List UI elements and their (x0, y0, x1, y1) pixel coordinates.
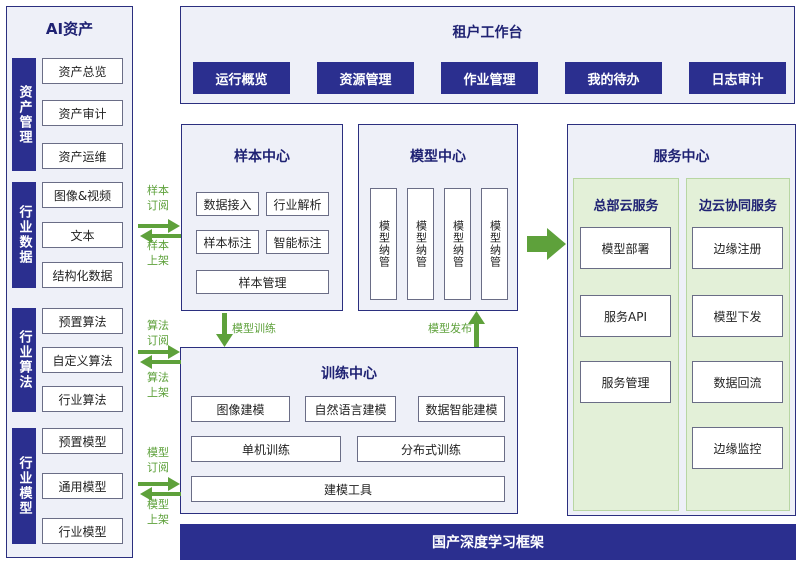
asset-item[interactable]: 结构化数据 (42, 262, 123, 288)
label-line: 模型 (147, 498, 169, 511)
asset-item[interactable]: 通用模型 (42, 473, 123, 499)
edge-service-item[interactable]: 模型下发 (692, 295, 783, 337)
label-model-subscribe: 模型 订阅 (140, 445, 176, 475)
training-center-title: 训练中心 (321, 366, 377, 382)
label-sample-subscribe: 样本 订阅 (140, 183, 176, 213)
arrow-to-service-center (527, 228, 566, 260)
asset-item[interactable]: 资产运维 (42, 143, 123, 169)
label-line: 算法 (147, 319, 169, 332)
sample-item[interactable]: 数据接入 (196, 192, 259, 216)
arrow-model-subscribe (138, 477, 180, 491)
label-model-publish: 模型 上架 (140, 497, 176, 527)
sample-center-title: 样本中心 (234, 149, 290, 165)
sample-item[interactable]: 智能标注 (266, 230, 329, 254)
model-column[interactable]: 模型纳管 (481, 188, 508, 300)
training-item[interactable]: 单机训练 (191, 436, 341, 462)
training-item[interactable]: 分布式训练 (357, 436, 505, 462)
tenant-button[interactable]: 作业管理 (441, 62, 538, 94)
label-line: 样本 (147, 184, 169, 197)
label-line: 订阅 (147, 334, 169, 347)
asset-item[interactable]: 资产总览 (42, 58, 123, 84)
hq-service-item[interactable]: 服务API (580, 295, 671, 337)
group-label-industry-model: 行业模型 (12, 428, 36, 544)
label-sample-publish: 样本 上架 (140, 238, 176, 268)
label-line: 算法 (147, 371, 169, 384)
arrow-algo-subscribe (138, 345, 180, 359)
label-algo-publish: 算法 上架 (140, 370, 176, 400)
group-label-industry-data: 行业数据 (12, 182, 36, 288)
tenant-workbench-title: 租户工作台 (452, 25, 523, 41)
ai-assets-title: AI资产 (45, 20, 94, 38)
sample-item[interactable]: 样本标注 (196, 230, 259, 254)
label-line: 订阅 (147, 199, 169, 212)
label-line: 上架 (147, 513, 169, 526)
arrow-model-release (468, 311, 485, 347)
model-column[interactable]: 模型纳管 (407, 188, 434, 300)
edge-service-item[interactable]: 边缘监控 (692, 427, 783, 469)
asset-item[interactable]: 图像&视频 (42, 182, 123, 208)
sample-management[interactable]: 样本管理 (196, 270, 329, 294)
training-item[interactable]: 自然语言建模 (305, 396, 396, 422)
label-line: 上架 (147, 254, 169, 267)
sample-item[interactable]: 行业解析 (266, 192, 329, 216)
label-line: 样本 (147, 239, 169, 252)
label-line: 订阅 (147, 461, 169, 474)
asset-item[interactable]: 预置算法 (42, 308, 123, 334)
tenant-button[interactable]: 资源管理 (317, 62, 414, 94)
edge-service-item[interactable]: 边缘注册 (692, 227, 783, 269)
group-label-industry-algorithm: 行业算法 (12, 308, 36, 412)
arrow-sample-subscribe (138, 219, 180, 233)
model-center-title: 模型中心 (410, 149, 466, 165)
service-center-title: 服务中心 (653, 149, 710, 165)
arrow-model-publish (140, 487, 181, 501)
training-item[interactable]: 图像建模 (191, 396, 290, 422)
model-column[interactable]: 模型纳管 (370, 188, 397, 300)
hq-service-item[interactable]: 服务管理 (580, 361, 671, 403)
asset-item[interactable]: 文本 (42, 222, 123, 248)
tenant-button[interactable]: 运行概览 (193, 62, 290, 94)
tenant-button[interactable]: 我的待办 (565, 62, 662, 94)
label-line: 上架 (147, 386, 169, 399)
model-column[interactable]: 模型纳管 (444, 188, 471, 300)
arrow-model-training (216, 313, 233, 347)
arrow-algo-publish (140, 355, 181, 369)
label-model-release: 模型发布 (428, 322, 472, 335)
arrow-sample-publish (140, 229, 181, 243)
asset-item[interactable]: 自定义算法 (42, 347, 123, 373)
framework-footer-bar: 国产深度学习框架 (180, 524, 796, 560)
asset-item[interactable]: 资产审计 (42, 100, 123, 126)
label-model-training: 模型训练 (232, 322, 276, 335)
label-line: 模型 (147, 446, 169, 459)
asset-item[interactable]: 预置模型 (42, 428, 123, 454)
asset-item[interactable]: 行业算法 (42, 386, 123, 412)
tenant-button[interactable]: 日志审计 (689, 62, 786, 94)
edge-cloud-service-title: 边云协同服务 (698, 199, 777, 214)
label-algo-subscribe: 算法 订阅 (140, 318, 176, 348)
asset-item[interactable]: 行业模型 (42, 518, 123, 544)
group-label-asset-management: 资产管理 (12, 58, 36, 171)
training-item[interactable]: 数据智能建模 (418, 396, 505, 422)
hq-service-item[interactable]: 模型部署 (580, 227, 671, 269)
hq-cloud-service-title: 总部云服务 (593, 199, 659, 214)
edge-service-item[interactable]: 数据回流 (692, 361, 783, 403)
modeling-tools[interactable]: 建模工具 (191, 476, 505, 502)
